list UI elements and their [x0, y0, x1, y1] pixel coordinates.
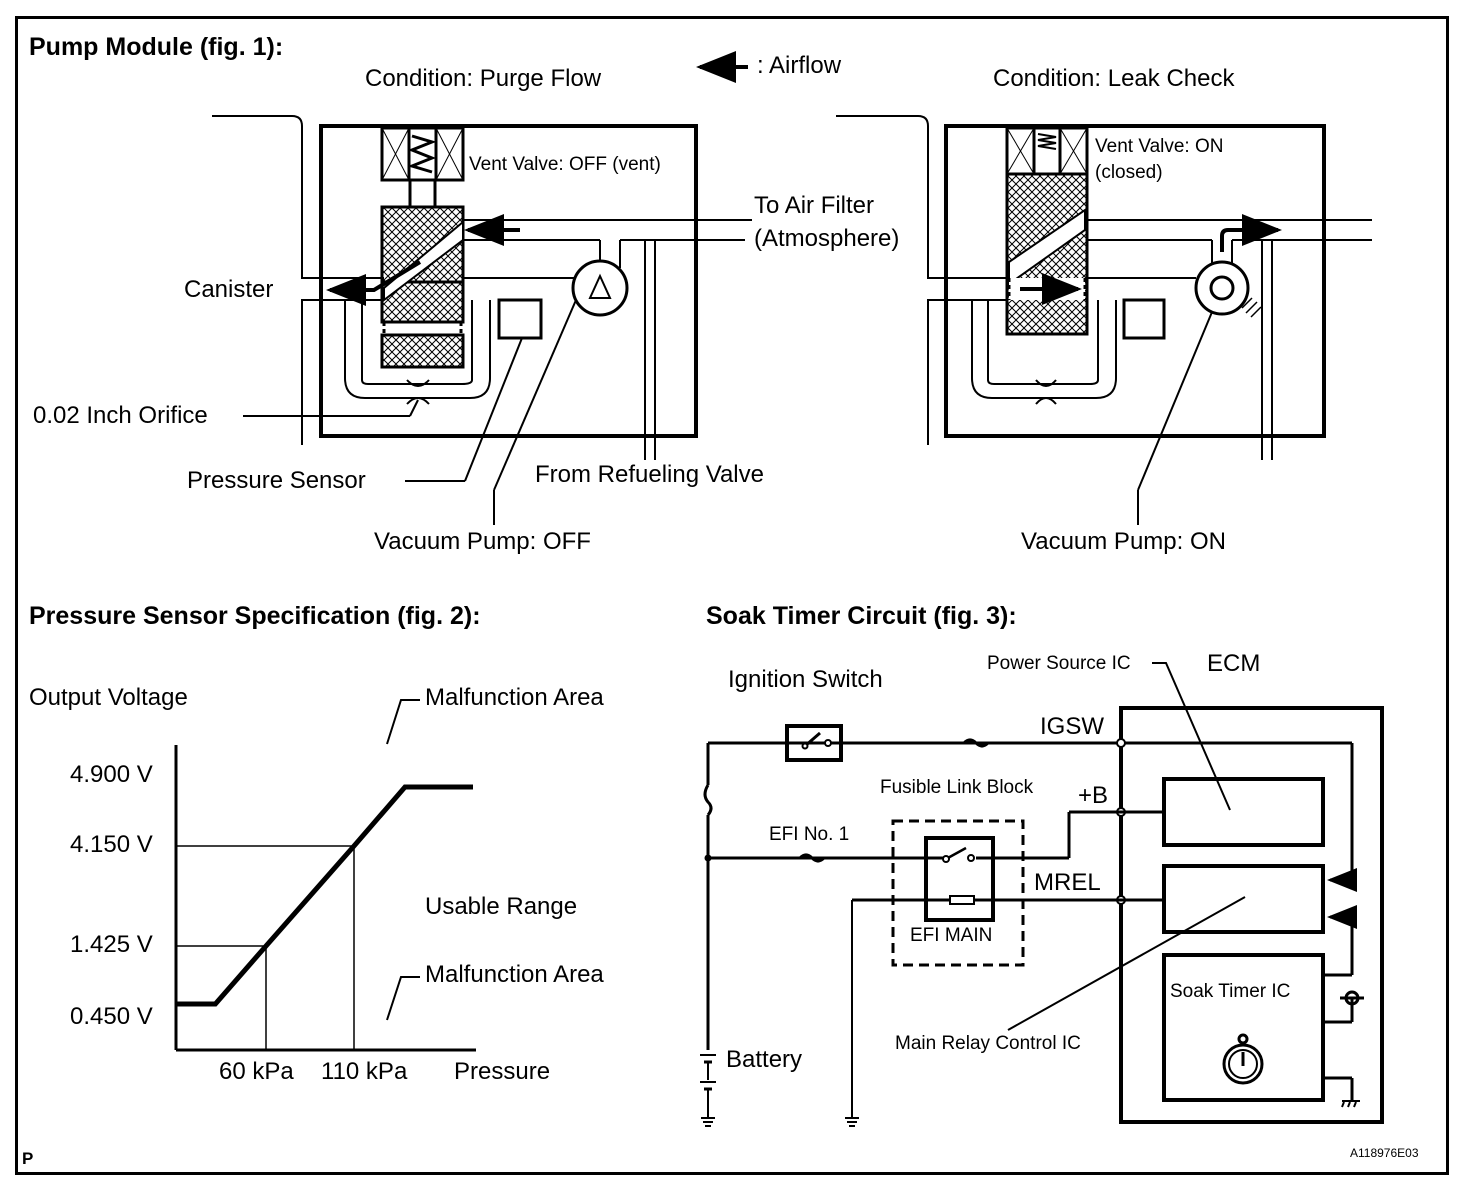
vibration-icon: [1241, 297, 1262, 318]
y-tick-4900: 4.900 V: [70, 761, 153, 788]
vacuum-pump-off-label: Vacuum Pump: OFF: [374, 528, 591, 555]
pressure-sensor-label: Pressure Sensor: [187, 467, 366, 494]
y-tick-4150: 4.150 V: [70, 831, 153, 858]
x-tick-60: 60 kPa: [219, 1058, 294, 1085]
malfunction-lower-leader: [386, 976, 420, 1021]
spring-icon: [407, 134, 437, 174]
chart-xlabel: Pressure: [454, 1058, 551, 1085]
leak-check-diagram: [836, 115, 1372, 525]
fuse-efi-no1-icon: [798, 853, 826, 863]
fusible-link-block-label: Fusible Link Block: [880, 777, 1034, 798]
purge-condition-label: Condition: Purge Flow: [365, 65, 602, 92]
pressure-sensor-box: [497, 298, 543, 340]
ignition-switch-label: Ignition Switch: [728, 666, 883, 693]
canister-label: Canister: [184, 276, 274, 303]
figure-id: A118976E03: [1350, 1146, 1419, 1160]
junction-igsw: [1116, 738, 1126, 748]
soak-timer-circuit: [700, 662, 1384, 1127]
efi-main-label: EFI MAIN: [910, 925, 993, 946]
chart-ylabel: Output Voltage: [29, 684, 188, 711]
airflow-arrow-to-atmosphere: [1220, 214, 1282, 252]
purge-flow-diagram: [212, 115, 752, 525]
orifice-icon: [406, 379, 430, 387]
malfunction-area-lower-label: Malfunction Area: [425, 961, 604, 988]
vacuum-pump-off-icon: [571, 259, 629, 317]
plus-b-label: +B: [1078, 782, 1109, 809]
fig2-title: Pressure Sensor Specification (fig. 2):: [29, 602, 481, 630]
canister-pipe-upper: [212, 115, 384, 279]
power-source-ic-box: [1162, 777, 1325, 847]
y-tick-0450: 0.450 V: [70, 1003, 153, 1030]
malfunction-upper-leader: [386, 699, 420, 745]
vent-valve-off-label: Vent Valve: OFF (vent): [469, 154, 661, 175]
canister-pipe-lower: [301, 299, 384, 445]
chassis-ground-icon: [1341, 1100, 1360, 1108]
vent-valve-on-label: Vent Valve: ON: [1095, 136, 1224, 157]
x-tick-110: 110 kPa: [321, 1058, 408, 1085]
fuse-igsw-icon: [962, 738, 990, 748]
igsw-label: IGSW: [1040, 713, 1104, 740]
atmosphere-label: (Atmosphere): [754, 225, 900, 252]
valve-body-lower: [380, 333, 465, 369]
usable-range-label: Usable Range: [425, 893, 578, 920]
orifice-label: 0.02 Inch Orifice: [33, 402, 208, 429]
relay-coil-icon: [949, 895, 975, 905]
pump-module-housing: [319, 124, 698, 438]
malfunction-area-upper-label: Malfunction Area: [425, 684, 604, 711]
y-tick-1425: 1.425 V: [70, 931, 153, 958]
vacuum-pump-on-label: Vacuum Pump: ON: [1021, 528, 1226, 555]
battery-label: Battery: [726, 1046, 803, 1073]
soak-timer-ic-label: Soak Timer IC: [1170, 981, 1291, 1002]
figure-frame: [15, 16, 1449, 1175]
ecm-box: [1119, 706, 1384, 1124]
ground-icon-relay: [845, 1117, 859, 1127]
airflow-legend-label: : Airflow: [757, 52, 842, 79]
fig3-title: Soak Timer Circuit (fig. 3):: [706, 602, 1017, 630]
to-air-filter-label: To Air Filter: [754, 192, 875, 219]
ecm-label: ECM: [1207, 650, 1261, 677]
series-line-0: [176, 784, 473, 1007]
pressure-sensor-chart: [174, 699, 476, 1052]
ignition-switch-icon: [785, 724, 843, 762]
power-source-ic-label: Power Source IC: [987, 653, 1131, 674]
efi-no1-label: EFI No. 1: [769, 824, 850, 845]
pump-module-housing-leak: [944, 124, 1326, 438]
from-refueling-valve-label: From Refueling Valve: [535, 461, 764, 488]
vacuum-pump-on-icon: [1194, 260, 1250, 316]
fusible-link-icon: [703, 784, 713, 816]
fig1-title: Pump Module (fig. 1):: [29, 33, 284, 61]
airflow-arrow-to-canister: [326, 260, 422, 306]
mrel-label: MREL: [1034, 869, 1101, 896]
orifice-icon-leak: [1035, 379, 1057, 387]
fusible-link-block: [891, 819, 1025, 967]
vent-valve-closed-label: (closed): [1095, 162, 1163, 183]
leak-condition-label: Condition: Leak Check: [993, 65, 1235, 92]
efi-main-relay: [924, 836, 995, 922]
soak-timer-ic-box: [1162, 953, 1325, 1102]
main-relay-control-ic-box: [1162, 864, 1325, 934]
main-relay-control-ic-label: Main Relay Control IC: [895, 1033, 1081, 1054]
triangle-icon: [588, 273, 612, 299]
page-marker: P: [22, 1149, 34, 1168]
compressed-spring-icon: [1037, 133, 1057, 150]
ground-icon-battery: [701, 1117, 715, 1127]
